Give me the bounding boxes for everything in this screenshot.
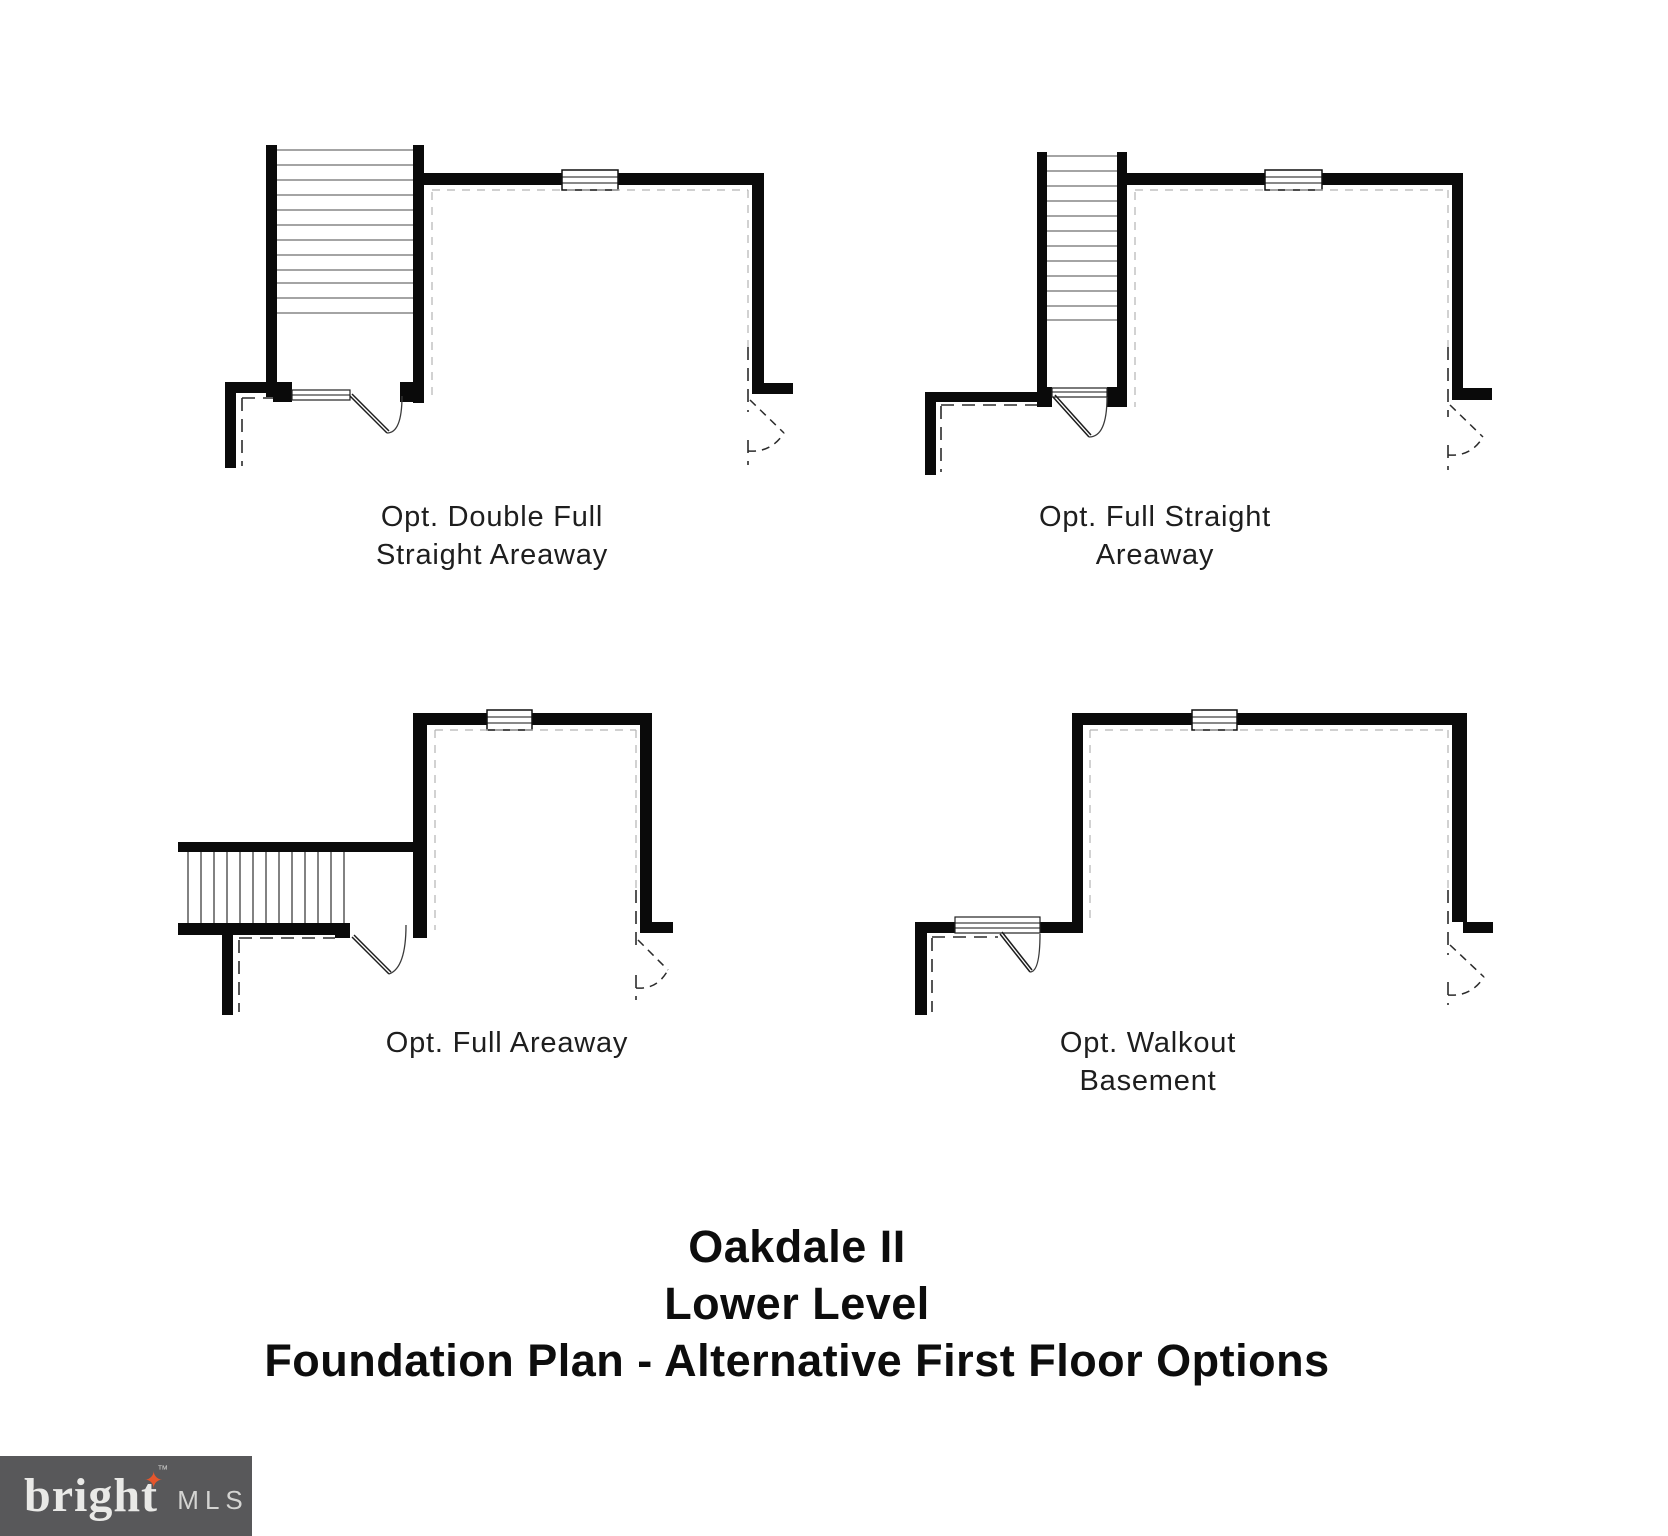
areaway-door-swing-icon bbox=[747, 347, 785, 465]
stair-treads bbox=[1047, 155, 1117, 321]
floor-plan-canvas bbox=[178, 145, 1493, 1015]
plan-full-straight-areaway bbox=[925, 152, 1492, 475]
plan-label-line: Basement bbox=[1079, 1065, 1217, 1097]
plan-label-line: Areaway bbox=[1095, 539, 1215, 571]
sheet-title-level: Lower Level bbox=[664, 1278, 930, 1329]
stair-treads bbox=[277, 149, 413, 314]
areaway-door-swing-icon bbox=[1447, 890, 1485, 1005]
door-icon bbox=[291, 389, 403, 434]
areaway-door-swing-icon bbox=[1447, 347, 1484, 470]
sheet-title-model: Oakdale II bbox=[688, 1221, 906, 1272]
trademark-symbol: ™ bbox=[157, 1464, 170, 1476]
plan-double-full-straight-areaway bbox=[225, 145, 793, 468]
logo-brand-text: bright bbox=[24, 1469, 159, 1522]
plan-label-full-straight-areaway: Opt. Full Straight Areaway bbox=[1039, 498, 1271, 574]
window-icon bbox=[486, 709, 533, 731]
stair-treads bbox=[187, 852, 345, 923]
plan-label-line: Opt. Full Straight bbox=[1039, 501, 1271, 533]
sheet-title: Oakdale II Lower Level Foundation Plan -… bbox=[264, 1218, 1329, 1389]
window-icon bbox=[1264, 169, 1323, 191]
window-icon bbox=[561, 169, 619, 191]
areaway-door-swing-icon bbox=[635, 890, 669, 1000]
walkout-door-icon bbox=[954, 916, 1041, 973]
plan-label-line: Opt. Walkout bbox=[1059, 1027, 1237, 1059]
plan-label-double-full-straight-areaway: Opt. Double Full Straight Areaway bbox=[376, 498, 608, 574]
logo-mls-text: MLS bbox=[177, 1484, 249, 1515]
plan-label-line: Opt. Double Full bbox=[380, 501, 604, 533]
plan-walkout-basement bbox=[915, 709, 1493, 1015]
plan-full-areaway bbox=[178, 709, 673, 1015]
plan-label-full-areaway: Opt. Full Areaway bbox=[386, 1024, 628, 1062]
bright-mls-logo: bright ✦ ™ MLS bbox=[0, 1456, 252, 1536]
sheet-title-plan: Foundation Plan - Alternative First Floo… bbox=[264, 1335, 1330, 1386]
plan-label-walkout-basement: Opt. Walkout Basement bbox=[1060, 1024, 1236, 1100]
window-icon bbox=[1191, 709, 1238, 731]
door-icon bbox=[351, 924, 407, 975]
door-icon bbox=[1051, 387, 1108, 438]
plan-label-line: Opt. Full Areaway bbox=[385, 1027, 629, 1059]
plan-label-line: Straight Areaway bbox=[375, 539, 609, 571]
